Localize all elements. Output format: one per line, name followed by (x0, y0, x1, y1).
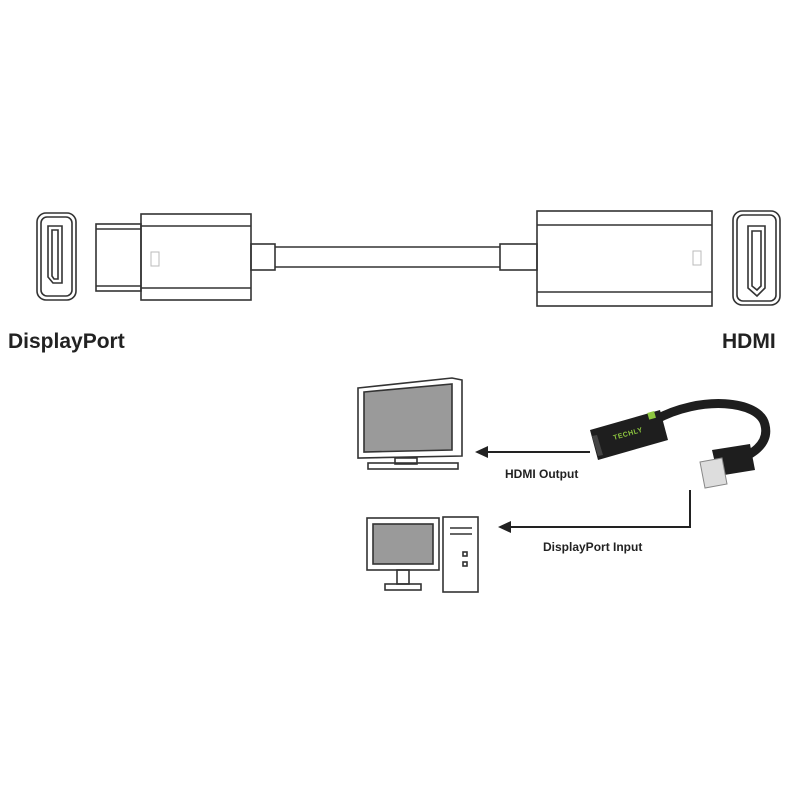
hdmi-port-icon (732, 210, 781, 306)
displayport-plug (95, 213, 276, 301)
hdmi-output-label: HDMI Output (505, 467, 579, 481)
adapter-photo: TECHLY (590, 399, 771, 489)
hdmi-output-arrow (475, 446, 590, 458)
tv-monitor-icon (357, 377, 463, 470)
displayport-label: DisplayPort (8, 330, 125, 353)
displayport-port-icon (36, 212, 77, 301)
displayport-input-arrow (498, 490, 691, 533)
hdmi-adapter-housing (499, 210, 713, 307)
cable (275, 246, 500, 268)
displayport-input-label: DisplayPort Input (543, 540, 643, 554)
hdmi-label: HDMI (722, 330, 776, 353)
computer-icon (366, 516, 479, 593)
